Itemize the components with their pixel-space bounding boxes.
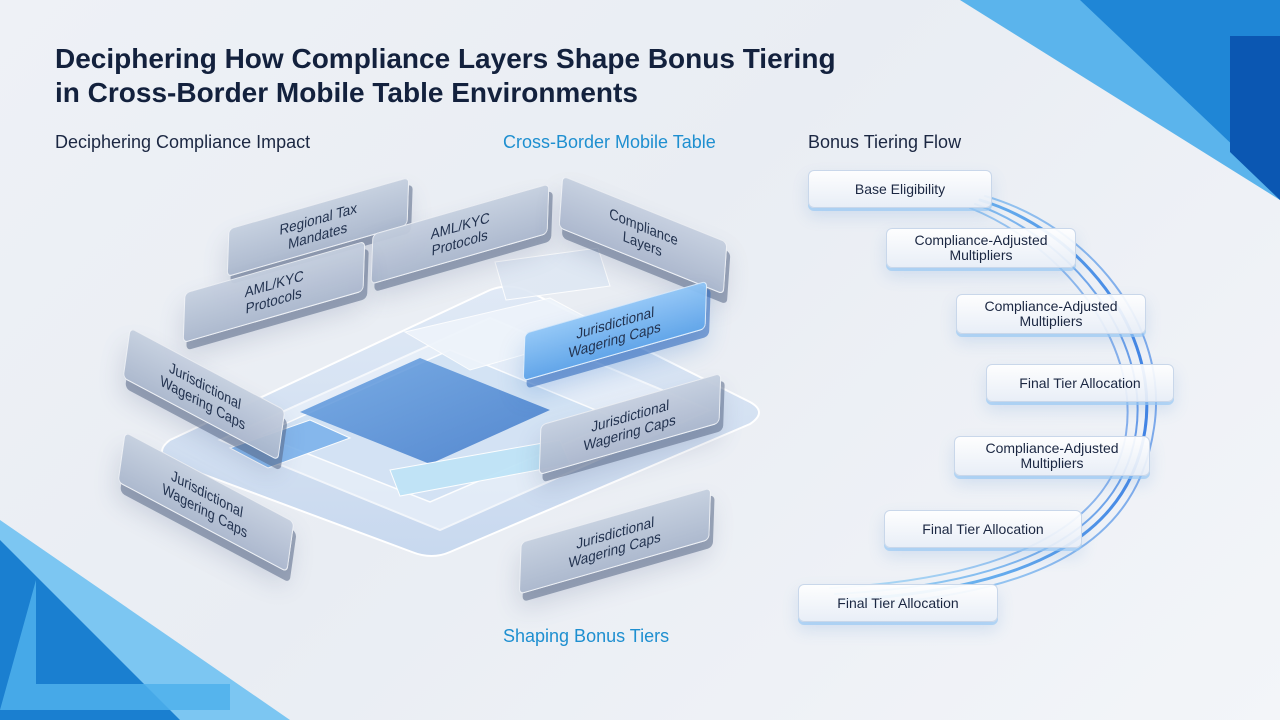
page-title-line-2: in Cross-Border Mobile Table Environment… (55, 77, 638, 108)
mobile-table-label: Cross-Border Mobile Table (503, 132, 716, 152)
compliance-impact-label: Deciphering Compliance Impact (55, 132, 311, 152)
flow-step-compliance-multipliers-1: Compliance-Adjusted Multipliers (886, 228, 1076, 268)
top-right-corner-decoration (960, 0, 1280, 200)
flow-step-final-allocation-2: Final Tier Allocation (884, 510, 1082, 548)
flow-step-7-text: Final Tier Allocation (837, 594, 959, 611)
flow-step-final-allocation-1: Final Tier Allocation (986, 364, 1174, 402)
aml-kyc-top-card-text: AML/KYC Protocols (430, 208, 491, 259)
flow-step-3-text: Compliance-Adjusted Multipliers (984, 298, 1118, 329)
flow-step-compliance-multipliers-2: Compliance-Adjusted Multipliers (956, 294, 1146, 334)
flow-step-5-text: Compliance-Adjusted Multipliers (985, 440, 1119, 471)
flow-step-base-eligibility: Base Eligibility (808, 170, 992, 208)
flow-step-2-text: Compliance-Adjusted Multipliers (914, 232, 1048, 263)
flow-step-6-text: Final Tier Allocation (922, 520, 1044, 537)
flow-step-4-text: Final Tier Allocation (1019, 374, 1141, 391)
flow-step-compliance-multipliers-3: Compliance-Adjusted Multipliers (954, 436, 1150, 476)
flow-step-final-allocation-3: Final Tier Allocation (798, 584, 998, 622)
page-title-line-1: Deciphering How Compliance Layers Shape … (55, 43, 836, 74)
flow-heading-label: Bonus Tiering Flow (808, 132, 962, 152)
aml-kyc-left-card-text: AML/KYC Protocols (244, 266, 305, 317)
page-title: Deciphering How Compliance Layers Shape … (55, 42, 935, 110)
flow-step-1-text: Base Eligibility (854, 180, 946, 197)
bottom-left-corner-decoration (0, 520, 290, 720)
shaping-bonus-tiers-label: Shaping Bonus Tiers (503, 626, 670, 646)
